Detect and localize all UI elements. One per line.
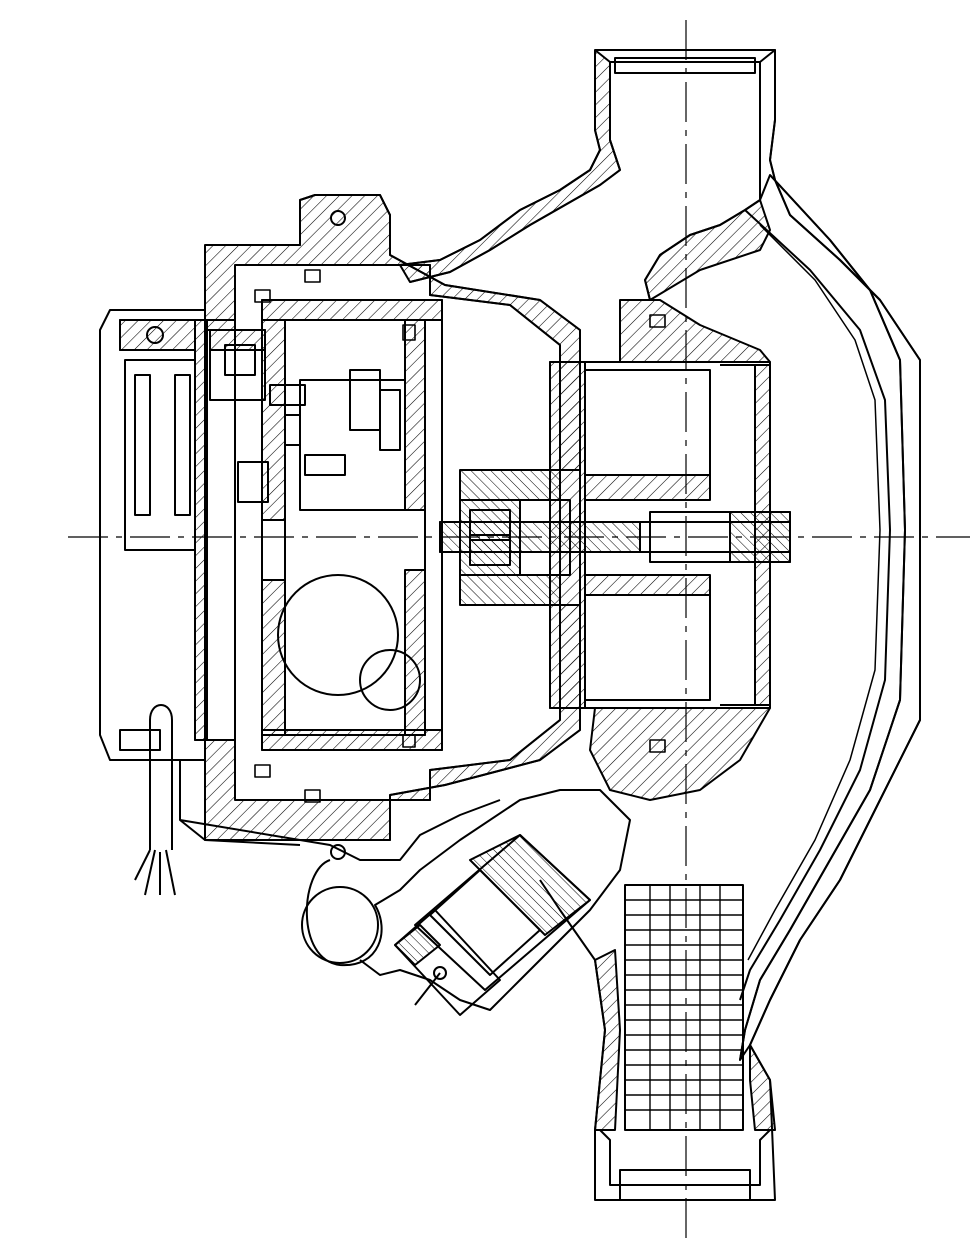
terminal-box-hatch [119,319,266,741]
fasteners [254,269,666,803]
capacitor [277,574,421,711]
inlet-strainer [624,884,744,1131]
pump-volute-housing [399,49,921,1201]
motor-bottom-flange [179,799,501,861]
volute-channel [747,174,901,961]
terminal-box [99,309,269,761]
power-cable [134,704,176,896]
shaft-hatch [439,469,791,606]
gear-train [269,369,406,511]
bleed-valve-hatch [394,834,591,966]
motor-housing-hatch [204,194,581,841]
